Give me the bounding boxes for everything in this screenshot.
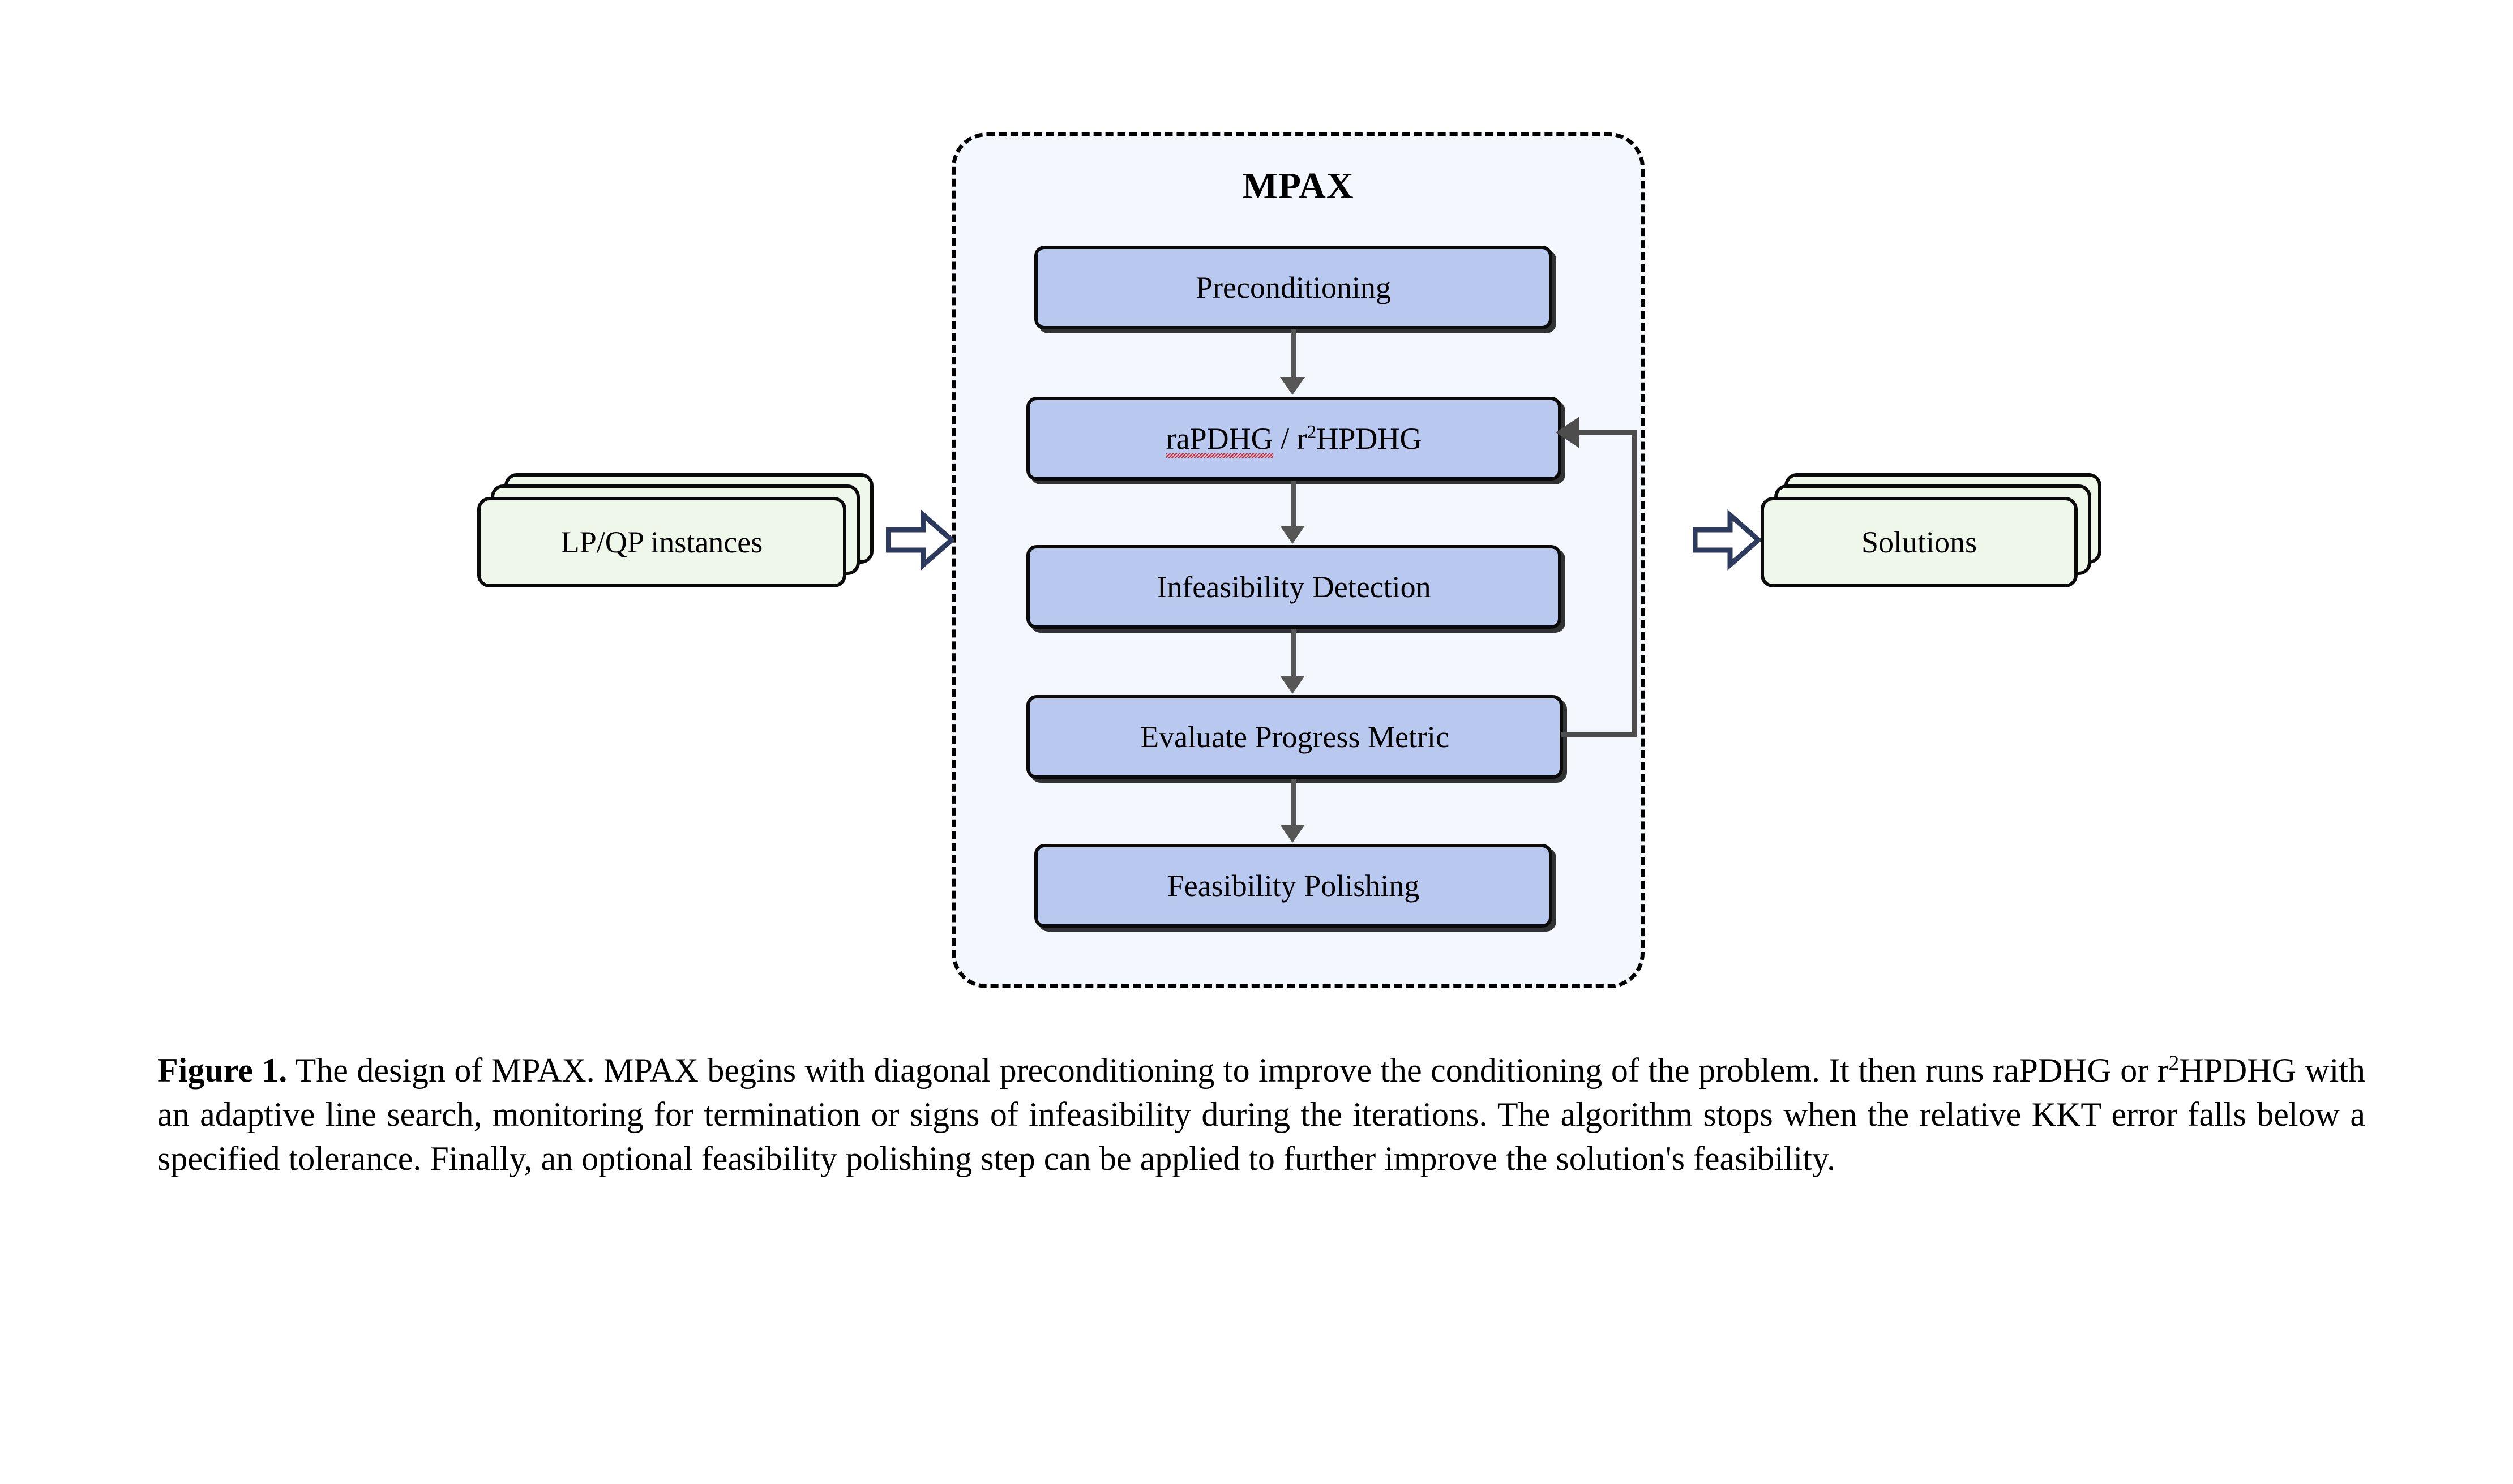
process-box-evaluate-progress-metric[interactable]: Evaluate Progress Metric (1026, 695, 1563, 779)
connector-rapdhg-to-infeasibility (1291, 481, 1296, 527)
output-card-label: Solutions (1861, 525, 1977, 559)
input-card-stack[interactable]: LP/QP instances (477, 473, 874, 598)
figure-caption-text-after: HPDHG with an adaptive line search, moni… (157, 1052, 2366, 1177)
process-box-rapdhg[interactable]: raPDHG / r2HPDHG (1026, 397, 1561, 481)
process-box-infeasibility-detection-label: Infeasibility Detection (1157, 569, 1431, 604)
mpax-title: MPAX (1242, 165, 1354, 207)
connector-evaluate-to-feasibility-polishing (1291, 779, 1296, 826)
input-block-arrow-icon (885, 509, 956, 571)
arrowhead-down-icon (1280, 526, 1305, 544)
rhpdhg-superscript: 2 (1307, 421, 1317, 443)
feedback-loop-segment-right (1632, 430, 1637, 737)
rhpdhg-base: r (1296, 421, 1307, 456)
figure-caption-text-before: The design of MPAX. MPAX begins with dia… (287, 1052, 2169, 1089)
connector-preconditioning-to-rapdhg (1291, 329, 1296, 379)
connector-infeasibility-to-evaluate (1291, 629, 1296, 677)
feedback-loop-segment-bottom (1561, 732, 1637, 737)
arrowhead-down-icon (1280, 676, 1305, 694)
input-card-label: LP/QP instances (560, 525, 763, 559)
figure-caption-superscript: 2 (2168, 1052, 2180, 1075)
process-box-preconditioning-label: Preconditioning (1196, 270, 1391, 304)
process-box-feasibility-polishing-label: Feasibility Polishing (1167, 868, 1420, 903)
process-box-infeasibility-detection[interactable]: Infeasibility Detection (1026, 545, 1561, 629)
figure-caption: Figure 1. The design of MPAX. MPAX begin… (157, 1048, 2365, 1181)
rapdhg-separator: / (1273, 421, 1297, 456)
process-box-evaluate-progress-metric-label: Evaluate Progress Metric (1140, 719, 1449, 754)
arrowhead-down-icon (1280, 825, 1305, 843)
rhpdhg-rest: HPDHG (1316, 421, 1422, 456)
rapdhg-spellcheck-underline: raPDHG (1166, 421, 1273, 458)
process-box-feasibility-polishing[interactable]: Feasibility Polishing (1034, 844, 1552, 928)
output-block-arrow-icon (1692, 509, 1762, 571)
feedback-loop-segment-top (1577, 430, 1637, 435)
output-card-stack[interactable]: Solutions (1757, 473, 2108, 598)
process-box-rapdhg-label: raPDHG / r2HPDHG (1166, 421, 1422, 458)
output-card-layer-front: Solutions (1761, 497, 2078, 587)
arrowhead-left-icon (1556, 417, 1579, 448)
input-card-layer-front: LP/QP instances (477, 497, 846, 587)
figure-caption-label: Figure 1. (157, 1052, 288, 1089)
arrowhead-down-icon (1280, 377, 1305, 395)
process-box-preconditioning[interactable]: Preconditioning (1034, 246, 1552, 329)
